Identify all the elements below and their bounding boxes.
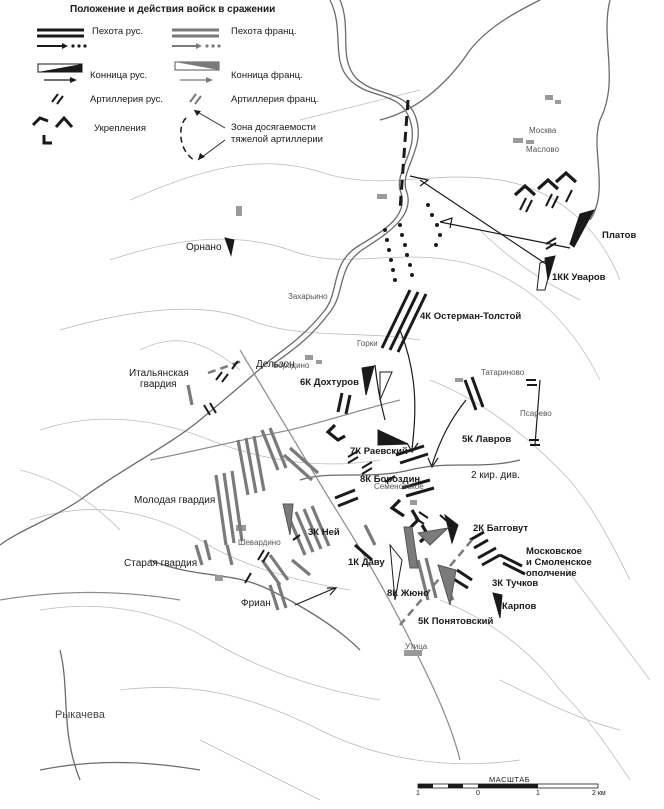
fortifications — [325, 170, 578, 544]
unit-delzon: Дельзон — [256, 359, 295, 370]
movement-arrows — [294, 175, 571, 606]
unit-lavrov: 5К Лавров — [462, 434, 512, 445]
unit-poniatowski: 5К Понятовский — [418, 616, 494, 627]
unit-uvarov: 1КК Уваров — [552, 272, 606, 283]
legend-ru-cavalry: Конница рус. — [90, 70, 148, 81]
place-zakharino: Захарьино — [288, 292, 328, 301]
russian-infantry — [334, 289, 526, 590]
place-gorki: Горки — [357, 339, 378, 348]
place-borodino: Бородино — [273, 361, 310, 370]
russian-reserve-dashed — [398, 99, 410, 211]
place-utitsa: Утица — [405, 642, 428, 651]
place-psarevo: Псарево — [520, 409, 552, 418]
unit-italian-guard-line2: гвардия — [140, 379, 177, 390]
scale-tick-2km: 2 км — [592, 790, 606, 797]
scale-tick-1: 1 — [416, 790, 420, 797]
french-advance-dashed — [207, 358, 473, 626]
artillery-marks — [203, 189, 573, 584]
unit-raevsky: 7К Раевский — [350, 446, 408, 457]
place-moskva: Москва — [529, 126, 557, 135]
legend-ru-artillery: Артиллерия рус. — [90, 94, 164, 105]
legend-fortifications: Укрепления — [94, 123, 146, 134]
place-semenovskoe: Семеновское — [374, 482, 424, 491]
unit-young-guard: Молодая гвардия — [134, 495, 216, 506]
dotted-line-zone — [383, 203, 442, 282]
scale-title: МАСШТАБ — [489, 775, 531, 784]
unit-tuchkov: 3К Тучков — [492, 578, 539, 589]
legend-artillery-zone-line1: Зона досягаемости — [231, 122, 316, 133]
unit-friant: Фриан — [241, 598, 271, 609]
scale-bar — [417, 783, 599, 789]
place-shevardino: Шевардино — [238, 538, 281, 547]
terrain-contours — [19, 89, 651, 801]
legend-ru-infantry: Пехота рус. — [92, 26, 143, 37]
unit-karpov: Карпов — [502, 601, 537, 612]
unit-cav-div-2: 2 кир. див. — [471, 470, 520, 481]
unit-davout: 1К Даву — [348, 557, 385, 568]
legend-fr-artillery: Артиллерия франц. — [231, 94, 319, 105]
french-cavalry — [282, 503, 457, 606]
french-infantry — [186, 384, 455, 611]
unit-ornano: Орнано — [186, 242, 222, 253]
place-maslovo: Маслово — [526, 145, 560, 154]
legend-artillery-zone-line2: тяжелой артиллерии — [231, 134, 323, 145]
legend-fr-infantry: Пехота франц. — [231, 26, 297, 37]
unit-osterman: 4К Остерман-Толстой — [420, 311, 522, 322]
unit-italian-guard-line1: Итальянская — [129, 368, 189, 379]
unit-dokhturov: 6К Дохтуров — [300, 377, 359, 388]
unit-militia-line2: и Смоленское — [526, 557, 592, 568]
rivers — [0, 0, 611, 781]
unit-ney: 3К Ней — [308, 527, 340, 538]
legend-title: Положение и действия войск в сражении — [70, 4, 276, 15]
unit-baggovut: 2К Багговут — [473, 523, 529, 534]
unit-militia-line3: ополчение — [526, 568, 577, 579]
unit-borozdin: 8К Бороздин — [360, 474, 421, 485]
legend-symbols — [31, 28, 226, 161]
unit-junot: 8К Жюно — [387, 588, 429, 599]
russian-cavalry — [224, 209, 596, 619]
place-tatarinovo: Татариново — [481, 368, 525, 377]
scale-tick-0: 0 — [476, 790, 480, 797]
unit-old-guard: Старая гвардия — [124, 558, 198, 569]
unit-platov: Платов — [602, 230, 637, 241]
legend-fr-cavalry: Конница франц. — [231, 70, 303, 81]
scale-tick-1b: 1 — [536, 790, 540, 797]
unit-militia-line1: Московское — [526, 546, 582, 557]
place-rykacheva: Рыкачева — [55, 709, 105, 721]
